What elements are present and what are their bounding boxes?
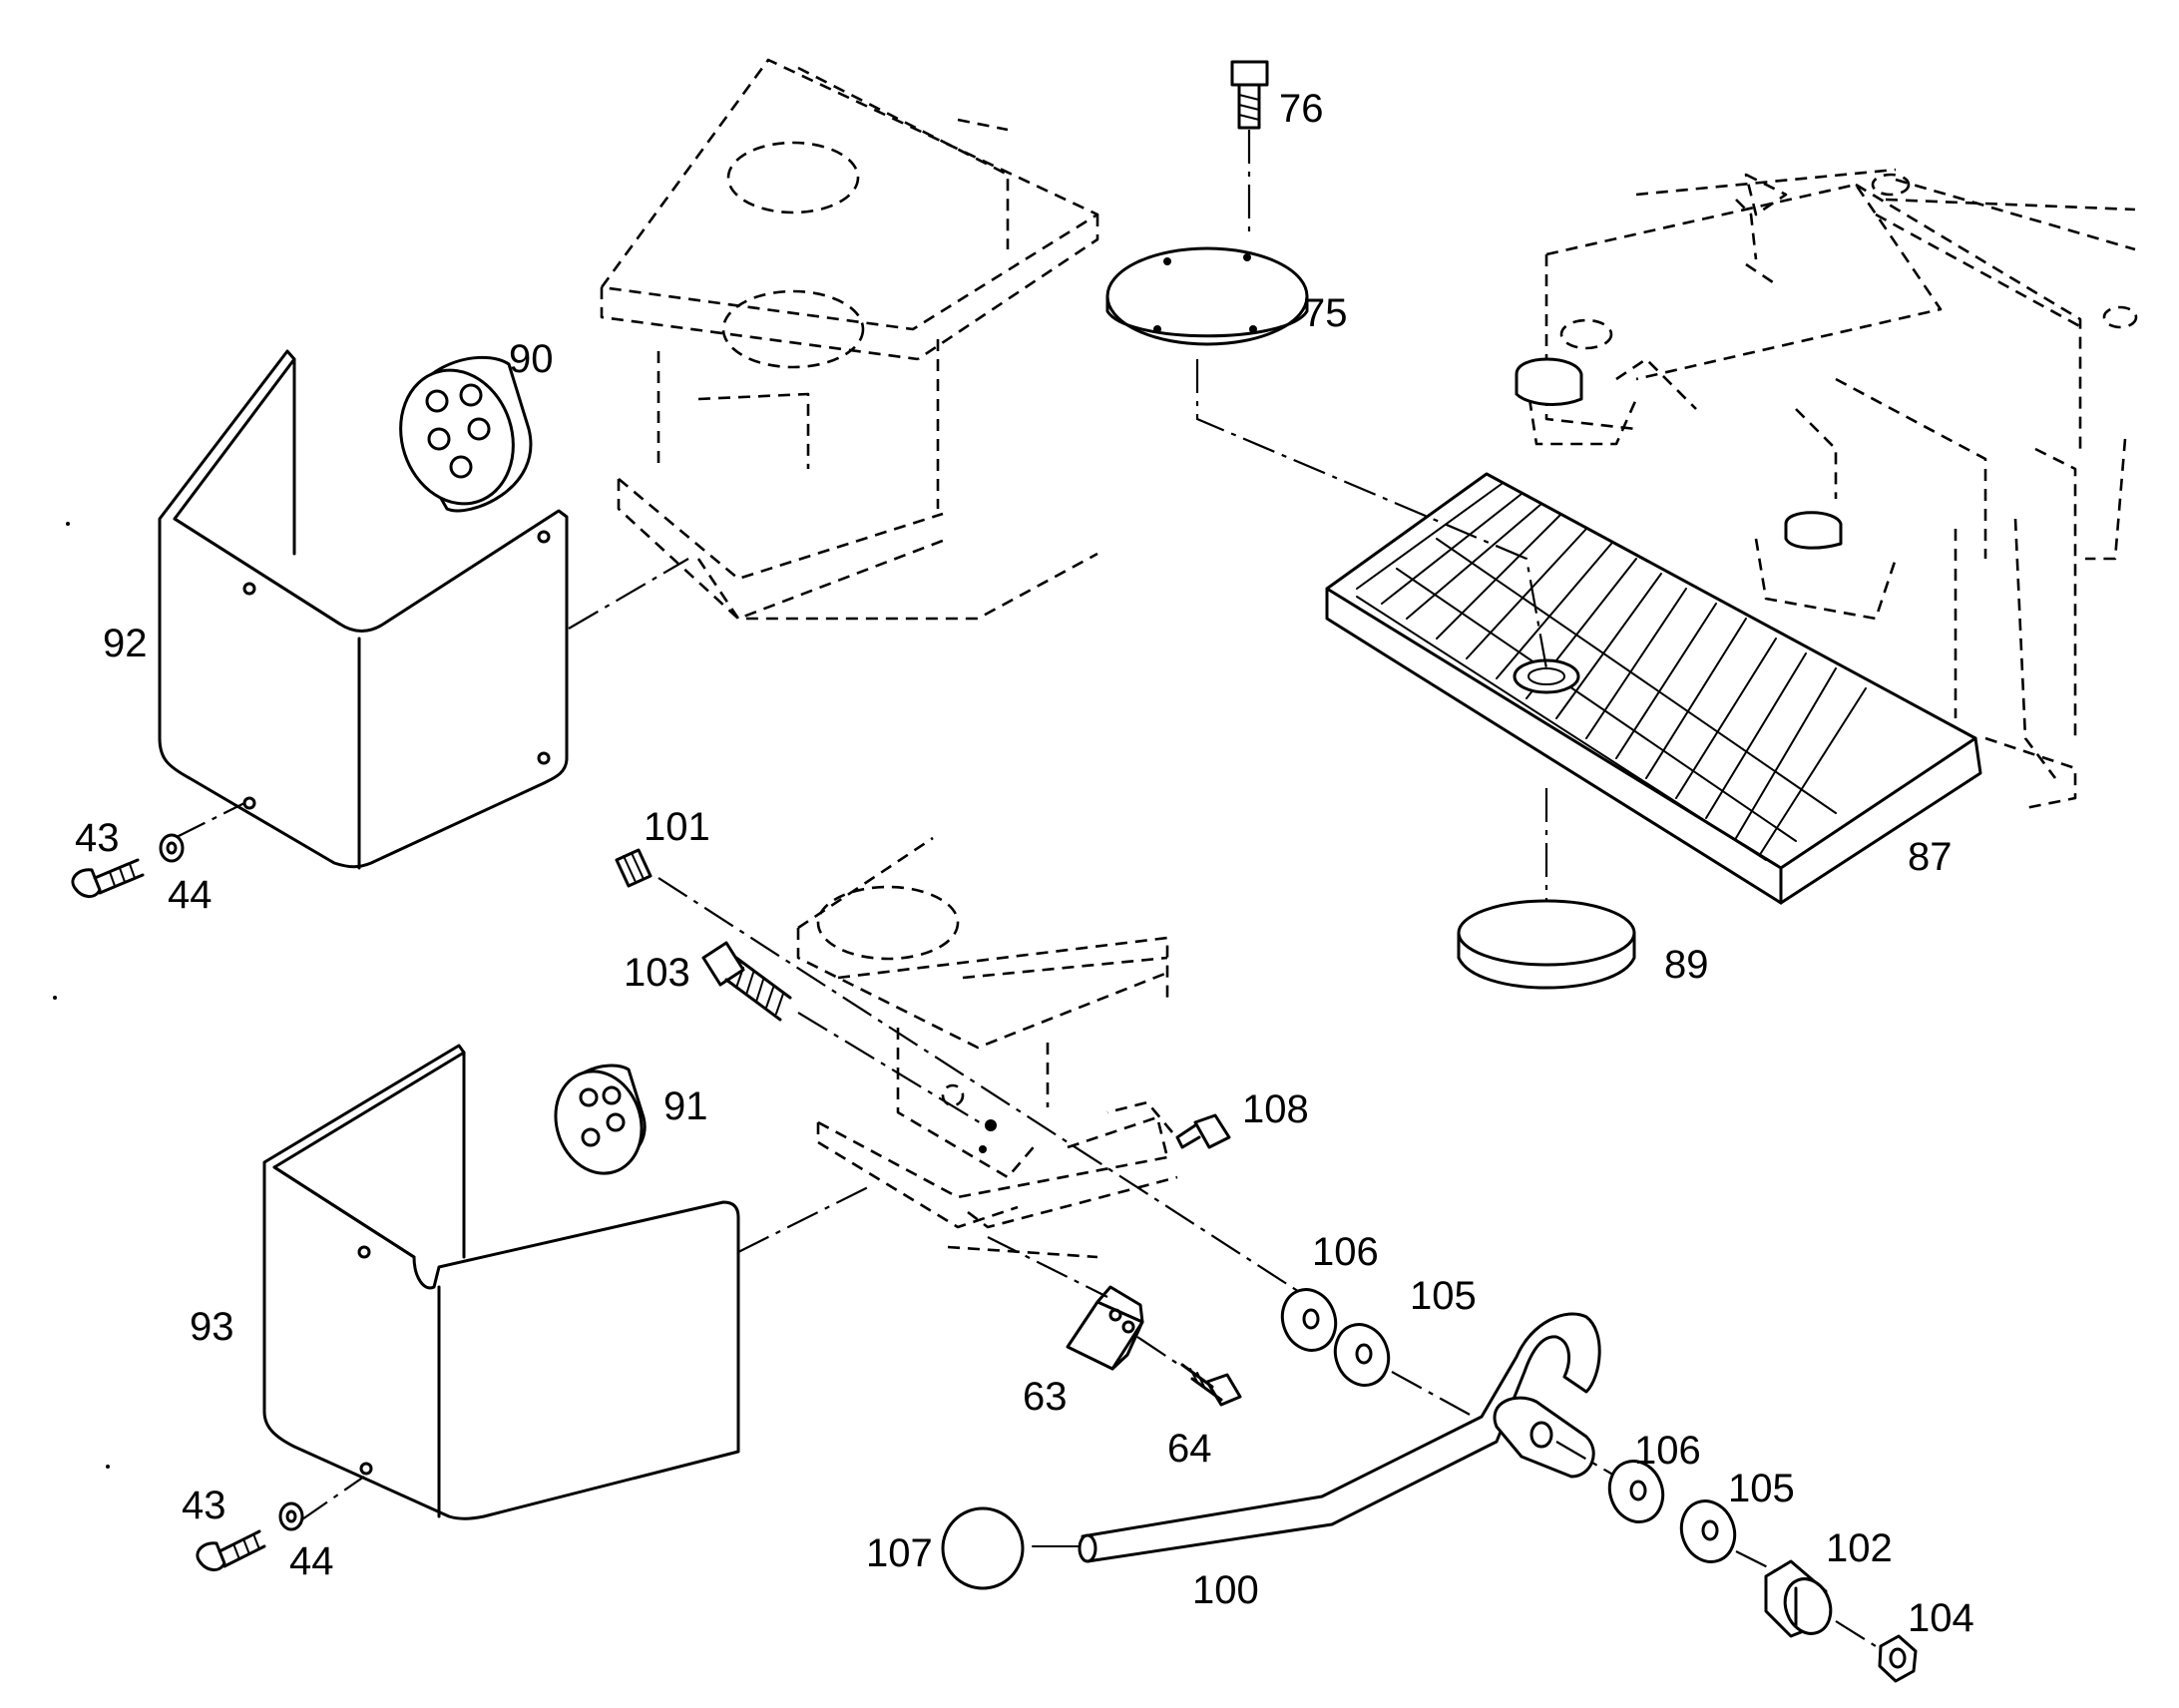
wheel-91 (554, 1064, 647, 1175)
work-table (1325, 472, 1982, 905)
label-108: 108 (1242, 1087, 1309, 1131)
label-92: 92 (103, 622, 148, 665)
lever-100 (1032, 1312, 1617, 1563)
label-75: 75 (1303, 291, 1348, 335)
nut-102 (1764, 1559, 1877, 1647)
label-105-upper: 105 (1410, 1274, 1477, 1318)
label-63: 63 (1023, 1375, 1068, 1419)
label-103: 103 (624, 951, 690, 995)
label-76: 76 (1279, 87, 1324, 131)
label-107: 107 (866, 1531, 933, 1575)
label-100: 100 (1192, 1568, 1259, 1612)
label-43-upper: 43 (75, 816, 120, 860)
label-44-lower: 44 (289, 1539, 334, 1583)
screw-64 (1136, 1336, 1242, 1407)
bolt-103 (701, 941, 989, 1128)
label-90: 90 (509, 337, 554, 381)
cover-93 (262, 1044, 869, 1522)
label-43-lower: 43 (182, 1484, 226, 1527)
knob-107 (941, 1506, 1025, 1590)
bolt-76 (1230, 60, 1269, 239)
nut-104 (1878, 1634, 1918, 1683)
washer-44-upper (159, 833, 185, 863)
part-labels: 76 75 90 92 87 89 43 44 101 103 91 108 9… (75, 87, 1974, 1640)
plate-75 (1105, 246, 1548, 669)
label-102: 102 (1826, 1526, 1893, 1570)
cover-92 (158, 349, 689, 870)
label-104: 104 (1908, 1596, 1974, 1640)
bolt-43-lower (196, 1529, 266, 1571)
label-89: 89 (1664, 943, 1709, 987)
block-63 (987, 1236, 1144, 1371)
washers-lower (1607, 1460, 1777, 1572)
label-101: 101 (644, 805, 710, 849)
label-106-lower: 106 (1634, 1429, 1701, 1473)
label-106-upper: 106 (1312, 1230, 1379, 1274)
label-44-upper: 44 (168, 873, 213, 917)
set-screw-101 (615, 848, 1308, 1298)
disc-89 (1457, 788, 1636, 990)
bolt-43-upper (71, 858, 145, 898)
label-87: 87 (1908, 835, 1953, 879)
label-93: 93 (190, 1305, 234, 1349)
upper-housing-dashed (600, 58, 1099, 621)
label-64: 64 (1167, 1427, 1212, 1471)
washer-44-lower (278, 1501, 304, 1531)
right-frame-dashed (1515, 168, 2138, 810)
wheel-90 (399, 355, 533, 513)
label-105-lower: 105 (1728, 1467, 1795, 1510)
label-91: 91 (663, 1084, 708, 1128)
lower-bracket-dashed (796, 836, 1178, 1259)
washers-upper (1280, 1288, 1493, 1428)
screw-108 (1106, 1100, 1231, 1149)
